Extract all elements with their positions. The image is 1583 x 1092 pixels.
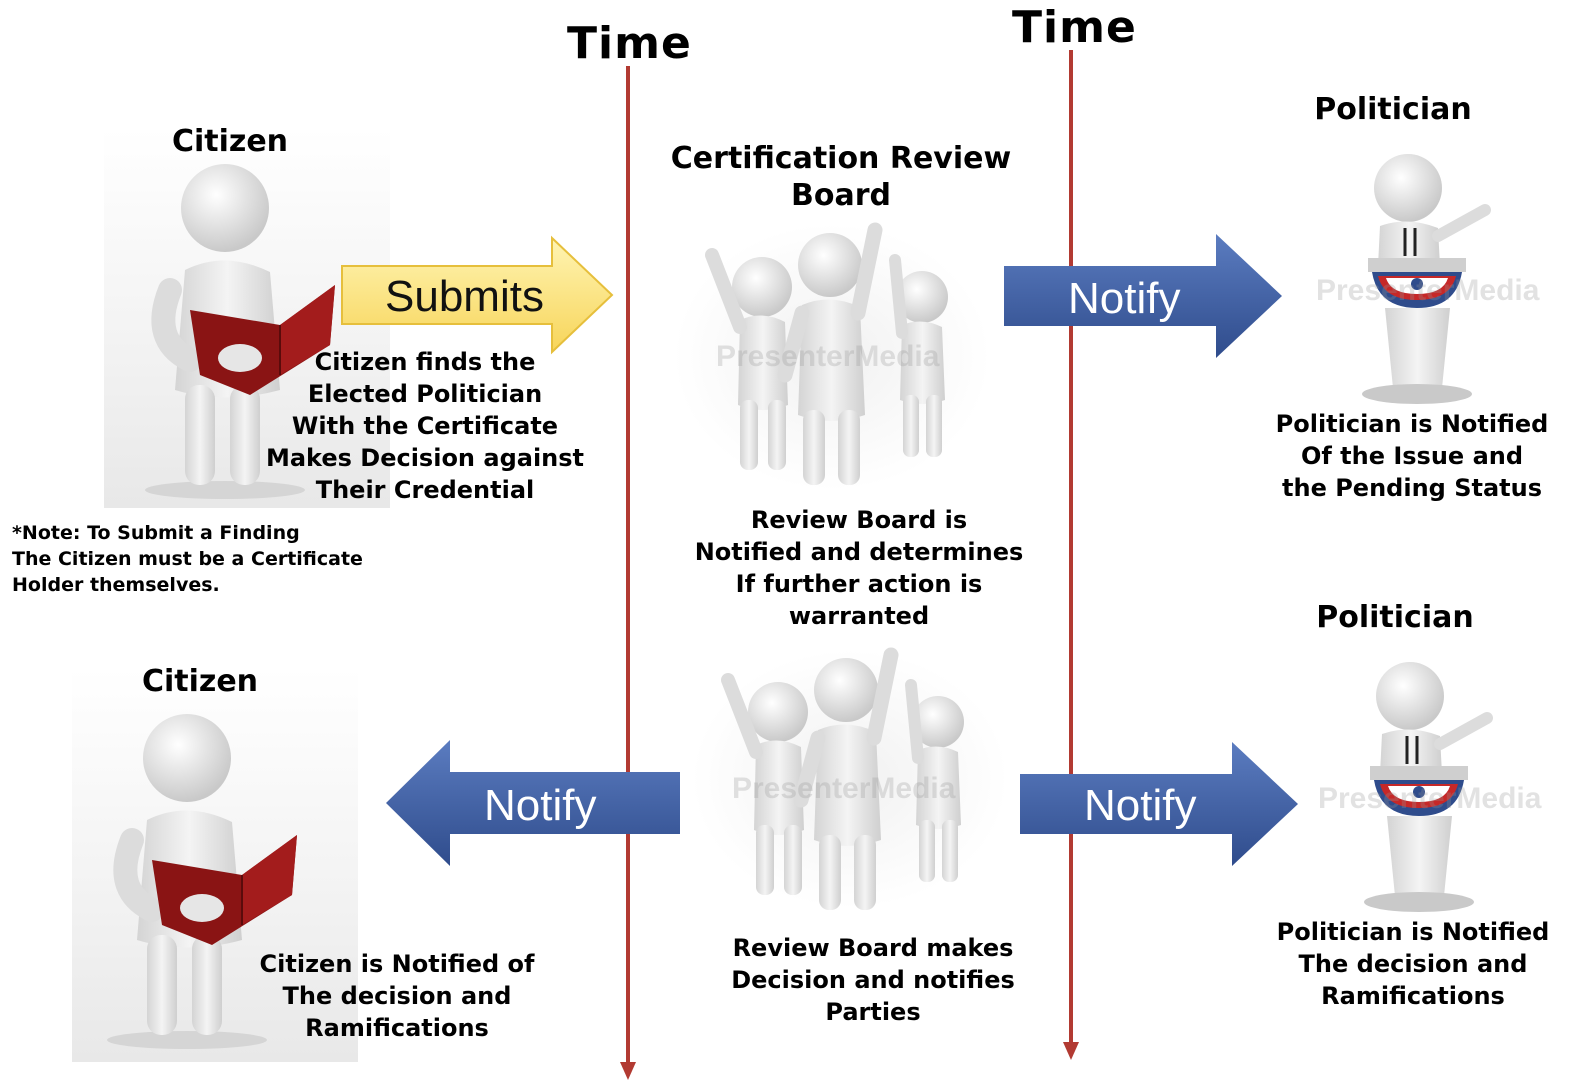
politician-bottom-watermark: PresenterMedia <box>1318 782 1542 815</box>
citizen-reading-book-icon <box>107 714 297 1049</box>
board-top-watermark: PresenterMedia <box>716 340 940 373</box>
submits-arrow-label: Submits <box>385 272 544 321</box>
timeline-label-1: Time <box>567 18 692 69</box>
notify-bottom-left-label: Notify <box>484 781 597 830</box>
politician-podium-icon <box>1362 154 1491 404</box>
notify-bottom-left-arrow <box>386 740 680 866</box>
timeline-1 <box>620 66 636 1080</box>
citizen-bottom-caption: Citizen is Notified of The decision and … <box>259 950 535 1042</box>
board-bottom-caption: Review Board makes Decision and notifies… <box>731 934 1015 1026</box>
politician-bottom-heading: Politician <box>1316 600 1474 635</box>
board-top-heading: Certification Review Board <box>670 141 1012 213</box>
review-board-group-icon <box>705 222 948 485</box>
notify-bottom-right-arrow <box>1020 742 1298 866</box>
citizen-bottom-heading: Citizen <box>141 664 259 699</box>
citizen-reading-book-icon <box>145 164 335 499</box>
review-board-group-icon <box>721 647 964 910</box>
board-bottom-watermark: PresenterMedia <box>732 772 956 805</box>
politician-top-caption: Politician is Notified Of the Issue and … <box>1275 410 1549 502</box>
politician-top-watermark: PresenterMedia <box>1316 274 1540 307</box>
submits-arrow <box>341 235 614 355</box>
politician-podium-icon <box>1364 662 1493 912</box>
politician-bottom-caption: Politician is Notified The decision and … <box>1276 918 1550 1010</box>
citizen-top-caption: Citizen finds the Elected Politician Wit… <box>265 348 585 504</box>
timeline-2 <box>1063 50 1079 1060</box>
citizen-note: *Note: To Submit a Finding The Citizen m… <box>12 522 363 596</box>
notify-bottom-right-label: Notify <box>1084 781 1197 830</box>
politician-top-heading: Politician <box>1314 92 1472 127</box>
timeline-label-2: Time <box>1012 2 1137 53</box>
board-top-caption: Review Board is Notified and determines … <box>694 506 1024 630</box>
notify-top-right-arrow <box>1004 234 1282 358</box>
citizen-top-heading: Citizen <box>171 124 289 159</box>
notify-top-right-label: Notify <box>1068 274 1181 323</box>
